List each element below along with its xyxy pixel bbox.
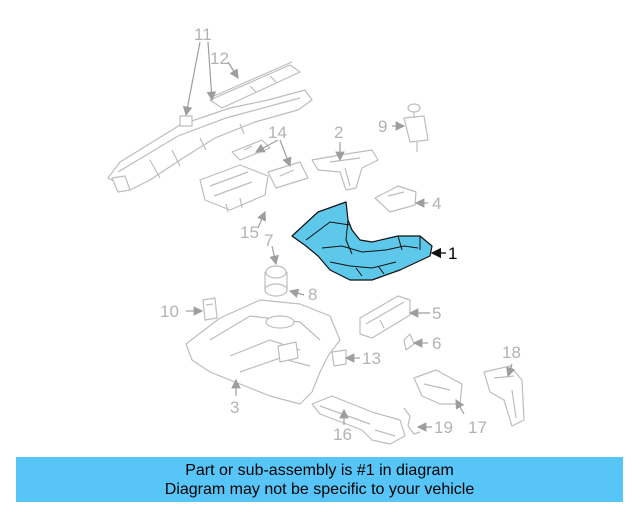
callout-9: 9 — [378, 117, 387, 136]
leader-lines — [182, 41, 516, 432]
part-18-extension — [483, 365, 525, 427]
part-19-hook — [403, 407, 421, 435]
banner-line-disclaimer: Diagram may not be specific to your vehi… — [164, 481, 475, 498]
part-5-rail — [359, 295, 411, 339]
callout-3: 3 — [230, 398, 239, 417]
part-2-reinforcement — [311, 149, 379, 191]
callout-13: 13 — [362, 349, 381, 368]
callout-5: 5 — [432, 304, 441, 323]
callout-19: 19 — [434, 418, 453, 437]
callout-10: 10 — [160, 302, 179, 321]
part-13-bracket — [331, 349, 347, 367]
part-16-crossmember — [311, 395, 406, 445]
part-1-spare-wheel-pan — [291, 201, 433, 281]
callout-labels: 1 2 3 4 5 6 7 8 9 10 11 12 13 14 15 16 1… — [160, 25, 521, 444]
callout-18: 18 — [502, 343, 521, 362]
callout-12: 12 — [210, 49, 229, 68]
callout-16: 16 — [333, 425, 352, 444]
callout-6: 6 — [432, 334, 441, 353]
part-4-bracket — [374, 185, 417, 213]
callout-14: 14 — [268, 123, 287, 142]
callout-15: 15 — [240, 223, 259, 242]
info-banner: Part or sub-assembly is #1 in diagram Di… — [16, 457, 623, 502]
callout-2: 2 — [334, 123, 343, 142]
callout-8: 8 — [308, 285, 317, 304]
part-12-upper-rail — [209, 61, 301, 109]
callout-7: 7 — [264, 231, 273, 250]
callout-1: 1 — [448, 244, 457, 263]
banner-line-part: Part or sub-assembly is #1 in diagram — [185, 462, 454, 479]
part-11-frame-rail — [107, 89, 313, 193]
part-7-8-grommet — [264, 265, 288, 297]
callout-17: 17 — [468, 418, 487, 437]
part-6-clip — [403, 333, 415, 351]
part-9-jack — [403, 103, 429, 152]
part-10-bracket — [202, 297, 218, 321]
parts-diagram: 1 2 3 4 5 6 7 8 9 10 11 12 13 14 15 16 1… — [107, 25, 525, 445]
callout-11: 11 — [194, 25, 212, 44]
part-17-bracket — [413, 369, 463, 405]
part-15-floor-support — [199, 164, 269, 213]
callout-4: 4 — [432, 194, 441, 213]
part-3-rear-floor — [185, 299, 341, 405]
